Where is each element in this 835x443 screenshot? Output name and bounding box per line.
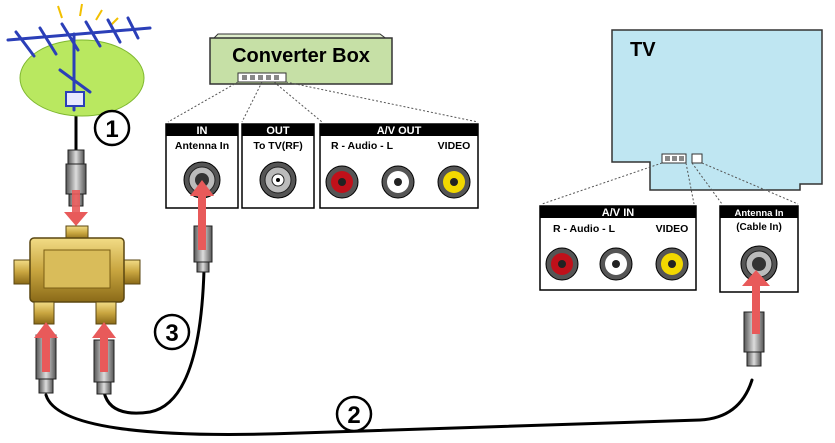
cable-3-splitter-to-converter [102,268,206,415]
rca-jack-icon [655,247,689,281]
tv-cable-in-label: (Cable In) [736,222,782,233]
to-tv-rf-label: To TV(RF) [253,140,302,152]
antenna-icon [6,3,152,117]
step-2-label: 2 [347,402,360,429]
step-1-marker: 1 [93,109,131,147]
coax-jack-icon [740,245,778,283]
arrow-up-icon [190,180,214,250]
rca-jack-icon [437,165,471,199]
coax-jack-icon [259,161,297,199]
converter-out-panel: OUT To TV(RF) [241,123,315,209]
rca-jack-icon [325,165,359,199]
converter-callout-lines [167,81,479,123]
av-out-video-label: VIDEO [438,140,471,152]
rca-jack-icon [381,165,415,199]
tv-callout-lines [541,162,799,205]
converter-av-out-panel: A/V OUT R - Audio - L VIDEO [319,123,479,209]
av-in-header: A/V IN [602,207,634,219]
splitter-icon [13,225,141,325]
tv: TV [611,29,823,191]
tv-antenna-in-panel: Antenna In (Cable In) [719,205,799,293]
arrow-up-icon [34,322,116,372]
tv-antenna-in-label: Antenna In [734,208,783,219]
antenna-hill [19,39,145,117]
cable-2-splitter-to-tv [44,378,754,436]
step-2-marker: 2 [335,395,373,433]
arrow-up-icon [742,270,770,334]
out-header: OUT [266,125,290,137]
in-header: IN [197,125,208,137]
tv-av-in-panel: A/V IN R - Audio - L VIDEO [539,205,697,291]
av-out-audio-label: R - Audio - L [331,140,394,152]
arrow-down-icon [64,190,88,226]
step-3-label: 3 [165,320,178,347]
av-in-audio-label: R - Audio - L [553,223,616,235]
step-3-marker: 3 [153,313,191,351]
rca-jack-icon [545,247,579,281]
av-in-video-label: VIDEO [656,223,689,235]
tv-title: TV [630,39,656,61]
converter-box-title: Converter Box [232,45,370,67]
converter-box: Converter Box [209,33,393,85]
tv-screen [611,29,823,191]
av-out-header: A/V OUT [377,125,422,137]
step-1-label: 1 [105,116,118,143]
antenna-in-label: Antenna In [175,140,229,152]
rca-jack-icon [599,247,633,281]
